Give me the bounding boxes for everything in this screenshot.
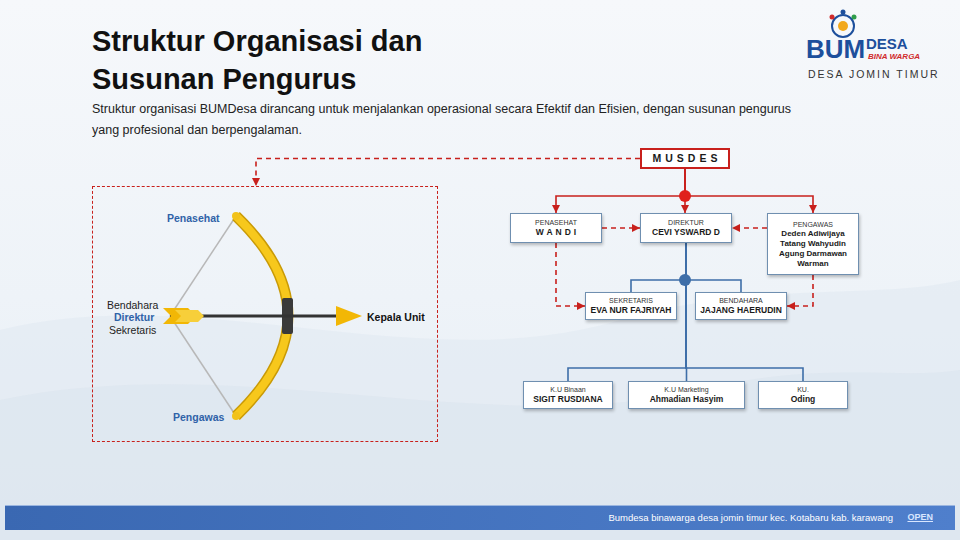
node-heading: PENGAWAS bbox=[793, 220, 833, 229]
node-label: Bumdesa binawarga desa jomin timur kec. … bbox=[608, 512, 893, 523]
role-box: SEKRETARISEVA NUR FAJRIYAH bbox=[585, 292, 677, 320]
connector bbox=[556, 169, 685, 213]
logo-tagline: BINA WARGA bbox=[868, 52, 920, 61]
unit-box: K.U MarketingAhmadian Hasyim bbox=[628, 381, 745, 409]
connector bbox=[732, 227, 767, 229]
node-label: Kepala Unit bbox=[367, 311, 425, 323]
node-name: Tatang Wahyudin bbox=[780, 239, 846, 249]
page-title: Struktur Organisasi dan Susunan Pengurus bbox=[92, 22, 492, 98]
node-heading: K.U Binaan bbox=[550, 385, 585, 394]
node-name: WANDI bbox=[533, 227, 579, 238]
node-label: Penasehat bbox=[167, 212, 220, 224]
logo-word: BUM bbox=[806, 35, 865, 63]
node-heading: MUSDES bbox=[649, 153, 722, 164]
subtitle: Struktur organisasi BUMDesa dirancang un… bbox=[92, 99, 792, 141]
unit-box: KU.Oding bbox=[758, 381, 848, 409]
node-label: OPEN bbox=[907, 512, 933, 522]
role-box: PENGAWASDeden AdiwijayaTatang WahyudinAg… bbox=[767, 213, 859, 275]
footer-band: Bumdesa binawarga desa jomin timur kec. … bbox=[5, 505, 955, 530]
node-heading: PENASEHAT bbox=[535, 218, 577, 227]
connector bbox=[686, 243, 741, 292]
node-name: Deden Adiwijaya bbox=[781, 229, 844, 239]
junction-dot bbox=[679, 274, 691, 286]
role-box: DIREKTURCEVI YSWARD D bbox=[640, 213, 732, 243]
summary-frame: PenasehatBendaharaDirekturSekretaris Kepa… bbox=[92, 186, 438, 442]
node-name: Warman bbox=[797, 259, 828, 269]
node-name: Oding bbox=[791, 394, 816, 405]
connector bbox=[568, 243, 686, 381]
node-heading: KU. bbox=[797, 385, 809, 394]
logo-word: DESA bbox=[866, 36, 908, 52]
node-heading: BENDAHARA bbox=[719, 296, 763, 305]
node-heading: DIREKTUR bbox=[668, 218, 704, 227]
connector bbox=[631, 243, 686, 292]
connector bbox=[787, 275, 813, 306]
node-name: Ahmadian Hasyim bbox=[650, 394, 724, 405]
node-label: Sekretaris bbox=[109, 324, 156, 336]
connector bbox=[256, 159, 640, 187]
connector bbox=[685, 169, 813, 213]
node-name: CEVI YSWARD D bbox=[652, 227, 720, 238]
logo-village: DESA JOMIN TIMUR bbox=[808, 68, 940, 80]
junction-dot bbox=[679, 190, 691, 202]
logo-icon bbox=[830, 10, 857, 38]
node-heading: K.U Marketing bbox=[664, 385, 708, 394]
node-label: Bendahara bbox=[107, 299, 158, 311]
node-label: Direktur bbox=[114, 311, 154, 323]
musdes-box: MUSDES bbox=[640, 148, 730, 169]
unit-box: K.U BinaanSIGIT RUSDIANA bbox=[523, 381, 613, 409]
node-name: EVA NUR FAJRIYAH bbox=[591, 305, 672, 316]
connector bbox=[556, 243, 585, 306]
node-name: JAJANG HAERUDIN bbox=[700, 305, 782, 316]
role-box: BENDAHARAJAJANG HAERUDIN bbox=[695, 292, 787, 320]
node-label: Pengawas bbox=[173, 411, 224, 423]
node-heading: SEKRETARIS bbox=[609, 296, 653, 305]
connector bbox=[602, 227, 640, 229]
role-box: PENASEHATWANDI bbox=[510, 213, 602, 243]
node-name: SIGIT RUSDIANA bbox=[533, 394, 602, 405]
node-name: Agung Darmawan bbox=[779, 249, 847, 259]
